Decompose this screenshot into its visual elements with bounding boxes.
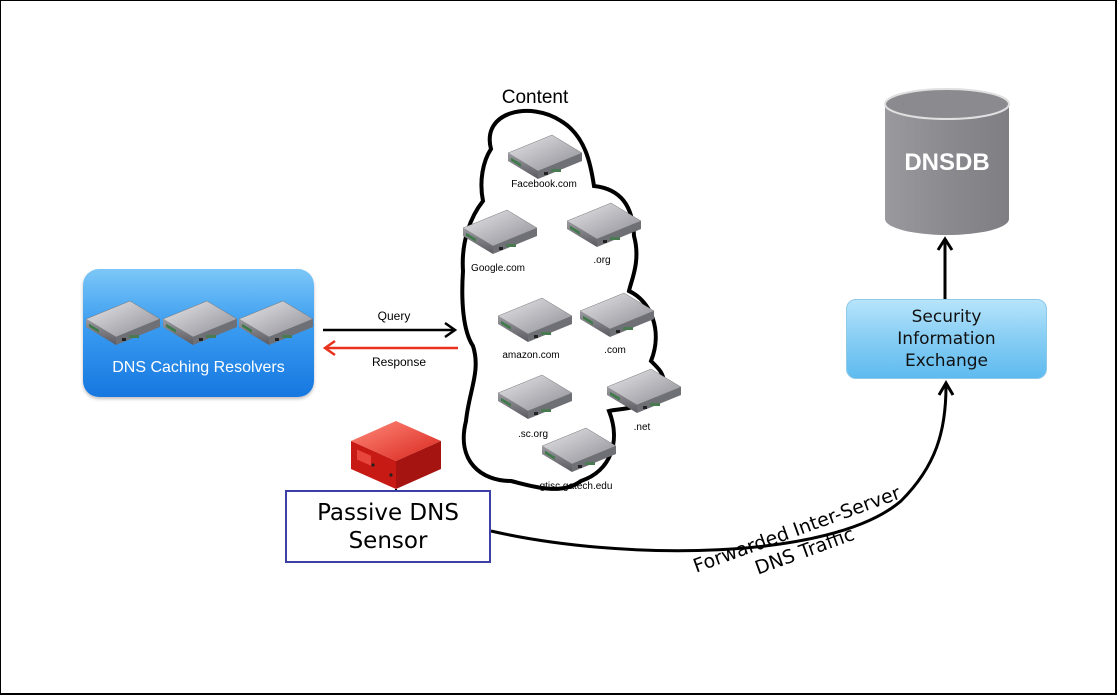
content-server-label: amazon.com bbox=[502, 350, 560, 361]
response-label: Response bbox=[371, 355, 427, 369]
dns-caching-resolvers-label: DNS Caching Resolvers bbox=[112, 359, 285, 376]
dnsdb-cylinder-icon bbox=[884, 88, 1010, 235]
passive-dns-sensor-box: Passive DNS Sensor bbox=[285, 490, 491, 563]
content-cloud-title: Content bbox=[501, 87, 569, 108]
forwarded-arrowhead bbox=[937, 380, 955, 396]
security-information-exchange-box: Security Information Exchange bbox=[846, 299, 1047, 379]
content-server-label: .com bbox=[604, 345, 626, 356]
content-server-icon bbox=[507, 134, 583, 180]
content-server-label: Facebook.com bbox=[511, 179, 577, 190]
dns-caching-resolvers-box: DNS Caching Resolvers bbox=[83, 269, 314, 397]
content-server-icon bbox=[497, 297, 573, 343]
response-arrow bbox=[322, 339, 458, 357]
content-server-label: .org bbox=[593, 255, 611, 266]
sensor-device-icon bbox=[351, 421, 441, 489]
sensor-label-line2: Sensor bbox=[348, 527, 428, 554]
sensor-label-line1: Passive DNS bbox=[317, 499, 459, 526]
content-server-icon bbox=[497, 374, 573, 420]
query-arrow bbox=[323, 321, 458, 339]
content-server-label: .net bbox=[633, 422, 651, 433]
content-cloud-outline bbox=[460, 108, 666, 491]
resolver-server-icon bbox=[162, 300, 238, 346]
resolver-server-icon bbox=[238, 300, 314, 346]
sie-label-line1: Security bbox=[911, 307, 982, 327]
sie-to-dnsdb-arrow bbox=[936, 236, 954, 299]
resolver-server-icon bbox=[85, 300, 161, 346]
forwarded-traffic-curve bbox=[490, 385, 948, 553]
content-server-label: .sc.org bbox=[517, 429, 549, 440]
resolver-servers-layer bbox=[85, 300, 314, 346]
content-server-label: Google.com bbox=[471, 263, 525, 274]
query-label: Query bbox=[377, 309, 411, 323]
sie-label-line2: Information bbox=[897, 329, 996, 349]
sie-label-line3: Exchange bbox=[904, 351, 989, 371]
content-server-icon bbox=[606, 368, 682, 414]
dnsdb-label: DNSDB bbox=[904, 149, 990, 176]
content-server-label: gtisc.gatech.edu bbox=[539, 481, 613, 492]
